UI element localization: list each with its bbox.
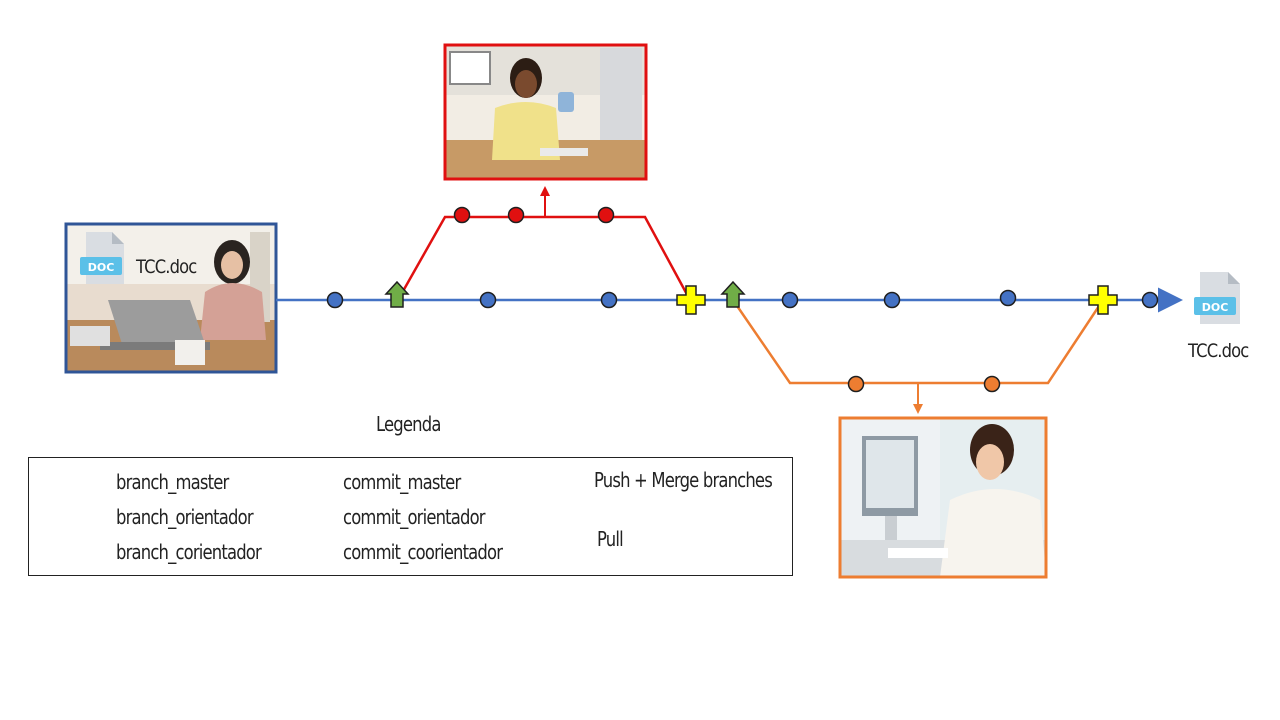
legend-title: Legenda: [376, 412, 441, 436]
up-arrow-icon: [720, 280, 746, 308]
legend-push-merge-label: Push + Merge branches: [594, 468, 773, 492]
doc-file-icon: [1194, 272, 1240, 324]
legend-commit-master-label: commit_master: [343, 470, 461, 494]
plus-icon: [1088, 285, 1118, 315]
commit-master: [326, 291, 344, 309]
commit-master: [883, 291, 901, 309]
filename-start: TCC.doc: [136, 256, 197, 278]
commit-orientador: [453, 206, 471, 224]
commit-orientador: [597, 206, 615, 224]
commit-master: [999, 289, 1017, 307]
commit-master: [1141, 291, 1159, 309]
doc-file-icon: [80, 232, 124, 284]
legend-branch-corientador: branch_corientador: [116, 540, 262, 564]
branch-orientador-line: [396, 215, 692, 301]
legend-branch-master: branch_master: [116, 470, 229, 494]
legend-box: [28, 457, 793, 576]
legend-branch-orientador: branch_orientador: [116, 505, 254, 529]
legend-commit-coorientador-label: commit_coorientador: [343, 540, 503, 564]
branch-coorientador-line: [731, 299, 1105, 385]
doc-badge-start: DOC: [88, 261, 115, 274]
commit-master: [781, 291, 799, 309]
orientador-photo: [443, 43, 648, 181]
commit-master: [479, 291, 497, 309]
legend-pull-label: Pull: [597, 527, 624, 551]
up-arrow-icon: [384, 280, 410, 308]
plus-icon: [676, 285, 706, 315]
student-photo: [64, 222, 278, 374]
doc-badge-end: DOC: [1202, 301, 1229, 314]
commit-coorientador: [847, 375, 865, 393]
commit-coorientador: [983, 375, 1001, 393]
legend-commit-orientador-label: commit_orientador: [343, 505, 486, 529]
commit-master: [600, 291, 618, 309]
coorientador-photo: [838, 416, 1048, 579]
commit-orientador: [507, 206, 525, 224]
filename-end: TCC.doc: [1188, 340, 1249, 362]
